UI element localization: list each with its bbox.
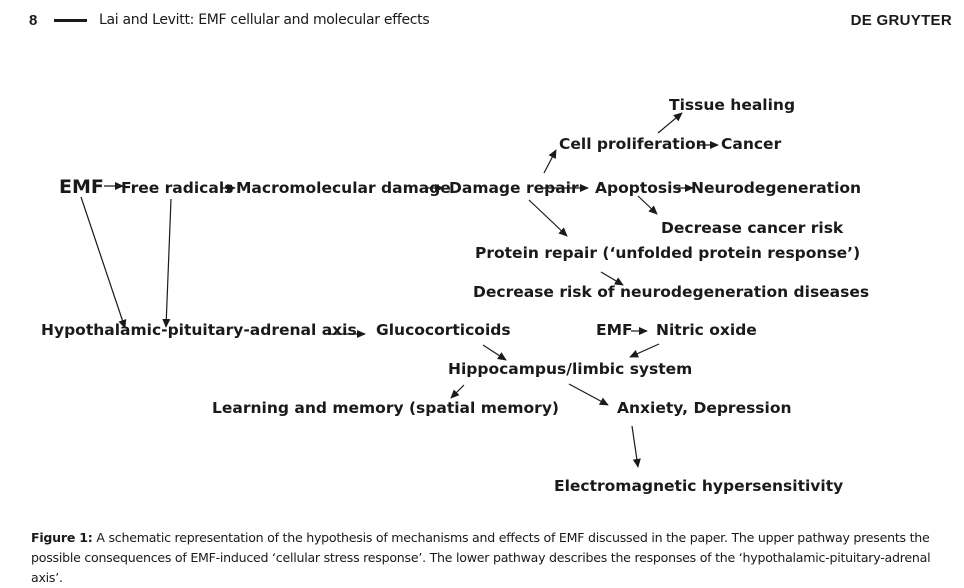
figure-caption: Figure 1: A schematic representation of … <box>31 528 951 588</box>
arrow-glucocorticoids-to-hippocampus <box>482 344 507 361</box>
node-emf-lower: EMF <box>596 321 633 339</box>
header-rule <box>54 19 87 22</box>
publisher-name: DE GRUYTER <box>850 12 952 29</box>
node-decrease-neurodegeneration-risk: Decrease risk of neurodegeneration disea… <box>473 283 870 301</box>
node-protein-repair: Protein repair (‘unfolded protein respon… <box>475 244 861 262</box>
node-decrease-cancer-risk: Decrease cancer risk <box>661 219 844 237</box>
page-number: 8 <box>29 12 38 29</box>
node-nitric-oxide: Nitric oxide <box>656 321 757 339</box>
node-emf: EMF <box>59 176 104 198</box>
node-hippocampus: Hippocampus/limbic system <box>448 360 693 378</box>
running-title: Lai and Levitt: EMF cellular and molecul… <box>99 12 430 28</box>
arrow-protein-repair-to-decrease-neuro-risk <box>600 271 624 286</box>
mechanism-diagram: Tissue healing Cell proliferation Cancer… <box>41 96 870 495</box>
arrow-apoptosis-to-decrease-cancer-risk <box>637 195 658 215</box>
arrow-anxiety-to-hypersensitivity <box>631 425 641 468</box>
node-electromagnetic-hypersensitivity: Electromagnetic hypersensitivity <box>554 477 844 495</box>
node-tissue-healing: Tissue healing <box>669 96 796 114</box>
node-anxiety-depression: Anxiety, Depression <box>617 399 792 417</box>
node-apoptosis: Apoptosis <box>595 179 682 197</box>
arrow-damage-repair-to-protein-repair <box>528 199 568 237</box>
diagram-arrows <box>80 112 719 468</box>
caption-text: A schematic representation of the hypoth… <box>31 530 931 585</box>
node-glucocorticoids: Glucocorticoids <box>376 321 511 339</box>
node-damage-repair: Damage repair <box>449 179 579 197</box>
figure-label: Figure 1: <box>31 530 93 545</box>
node-cancer: Cancer <box>721 135 782 153</box>
arrow-damage-repair-to-cell-proliferation <box>543 149 557 174</box>
node-hpa-axis: Hypothalamic-pituitary-adrenal axis <box>41 321 357 339</box>
arrow-nitric-oxide-to-hippocampus <box>629 343 660 358</box>
arrow-free-radicals-to-hpa-axis <box>162 198 172 328</box>
arrow-hippocampus-to-learning-memory <box>450 384 465 399</box>
node-cell-proliferation: Cell proliferation <box>559 135 707 153</box>
arrow-cell-proliferation-to-tissue-healing <box>657 112 683 134</box>
arrow-emf-to-hpa-axis <box>80 196 127 329</box>
arrow-hippocampus-to-anxiety <box>568 383 609 406</box>
node-learning-memory: Learning and memory (spatial memory) <box>212 399 560 417</box>
node-free-radicals: Free radicals <box>121 179 234 197</box>
node-neurodegeneration: Neurodegeneration <box>691 179 862 197</box>
node-macromolecular-damage: Macromolecular damage <box>236 179 451 197</box>
